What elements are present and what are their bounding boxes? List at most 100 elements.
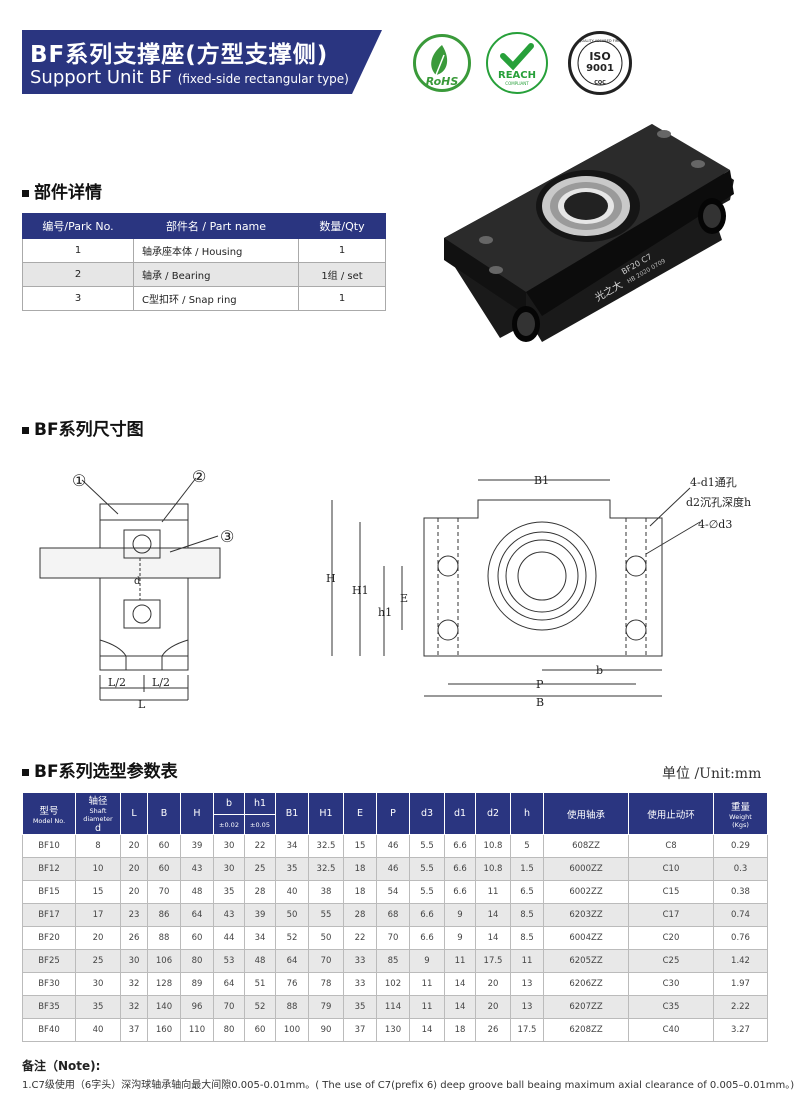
table-cell: 60 [244, 1018, 276, 1042]
table-cell: 40 [275, 880, 309, 904]
parts-col-qty: 数量/Qty [298, 213, 386, 239]
reach-text: REACH [498, 70, 536, 81]
table-cell: 64 [275, 949, 309, 973]
table-cell: 35 [75, 995, 121, 1019]
table-cell: 43 [180, 857, 214, 881]
table-cell: 32 [120, 972, 148, 996]
table-cell: 0.38 [713, 880, 768, 904]
table-cell: 26 [120, 926, 148, 950]
callout-3: ③ [220, 527, 234, 546]
col-small-h: h [510, 792, 544, 835]
table-cell: 9 [409, 949, 445, 973]
table-cell: 39 [244, 903, 276, 927]
table-cell: 20 [475, 972, 511, 996]
table-cell: 18 [444, 1018, 476, 1042]
table-cell: 43 [213, 903, 245, 927]
dim-h1: H1 [352, 584, 369, 597]
table-cell: 6000ZZ [543, 857, 629, 881]
table-cell: 46 [376, 834, 410, 858]
table-cell: 100 [275, 1018, 309, 1042]
table-cell: 32.5 [308, 857, 344, 881]
table-cell: 35 [343, 995, 377, 1019]
col-d3: d3 [409, 792, 445, 835]
table-cell: 48 [180, 880, 214, 904]
table-cell: 11 [510, 949, 544, 973]
table-cell: 0.3 [713, 857, 768, 881]
table-cell: 26 [475, 1018, 511, 1042]
iso-logo: ISO 9001 CQC QUALITY ASSURED FIRM [568, 31, 632, 95]
table-cell: BF35 [22, 995, 76, 1019]
page-title: BF系列支撑座(方型支撑侧) [30, 42, 329, 68]
rohs-text: RoHS [426, 75, 459, 88]
table-cell: 1.42 [713, 949, 768, 973]
table-cell: 22 [343, 926, 377, 950]
callout-1: ① [72, 471, 86, 490]
table-cell: 10 [75, 857, 121, 881]
table-cell: C20 [628, 926, 714, 950]
table-cell: 160 [147, 1018, 181, 1042]
note-d3: 4-∅d3 [698, 518, 732, 531]
table-cell: 79 [308, 995, 344, 1019]
table-cell: 6208ZZ [543, 1018, 629, 1042]
col-p: P [376, 792, 410, 835]
iso-ring-text: QUALITY ASSURED FIRM [579, 39, 621, 43]
table-cell: C40 [628, 1018, 714, 1042]
table-cell: 70 [147, 880, 181, 904]
col-b: B [147, 792, 181, 835]
table-cell: C8 [628, 834, 714, 858]
col-small-b: b [213, 792, 245, 815]
table-cell: 110 [180, 1018, 214, 1042]
table-cell: 34 [275, 834, 309, 858]
table-cell: 17 [75, 903, 121, 927]
table-cell: 11 [409, 972, 445, 996]
table-cell: BF10 [22, 834, 76, 858]
table-cell: 14 [444, 995, 476, 1019]
table-cell: 68 [376, 903, 410, 927]
table-cell: 140 [147, 995, 181, 1019]
table-cell: 3 [22, 286, 134, 311]
table-cell: 1 [298, 238, 386, 263]
table-cell: C30 [628, 972, 714, 996]
table-cell: 30 [213, 857, 245, 881]
table-cell: 17.5 [475, 949, 511, 973]
table-cell: 6207ZZ [543, 995, 629, 1019]
table-cell: 106 [147, 949, 181, 973]
table-cell: 40 [75, 1018, 121, 1042]
col-b1: B1 [275, 792, 309, 835]
dim-l: L [138, 698, 146, 711]
table-cell: 55 [308, 903, 344, 927]
table-cell: 35 [275, 857, 309, 881]
table-cell: 85 [376, 949, 410, 973]
iso-number: 9001 [586, 63, 614, 74]
table-cell: 51 [244, 972, 276, 996]
table-cell: 70 [213, 995, 245, 1019]
table-cell: 6205ZZ [543, 949, 629, 973]
dim-e: E [400, 592, 408, 605]
table-cell: 1.97 [713, 972, 768, 996]
table-cell: 9 [444, 903, 476, 927]
table-cell: 28 [343, 903, 377, 927]
table-cell: 60 [147, 834, 181, 858]
table-cell: 114 [376, 995, 410, 1019]
table-cell: 78 [308, 972, 344, 996]
table-cell: 1 [298, 286, 386, 311]
table-cell: 11 [409, 995, 445, 1019]
parts-col-name: 部件名 / Part name [133, 213, 299, 239]
table-cell: 5.5 [409, 880, 445, 904]
table-cell: 86 [147, 903, 181, 927]
table-cell: 37 [343, 1018, 377, 1042]
table-cell: 0.74 [713, 903, 768, 927]
table-cell: 34 [244, 926, 276, 950]
col-e: E [343, 792, 377, 835]
table-cell: 6.6 [444, 834, 476, 858]
table-cell: BF40 [22, 1018, 76, 1042]
table-cell: 0.76 [713, 926, 768, 950]
table-cell: 54 [376, 880, 410, 904]
table-cell: 76 [275, 972, 309, 996]
